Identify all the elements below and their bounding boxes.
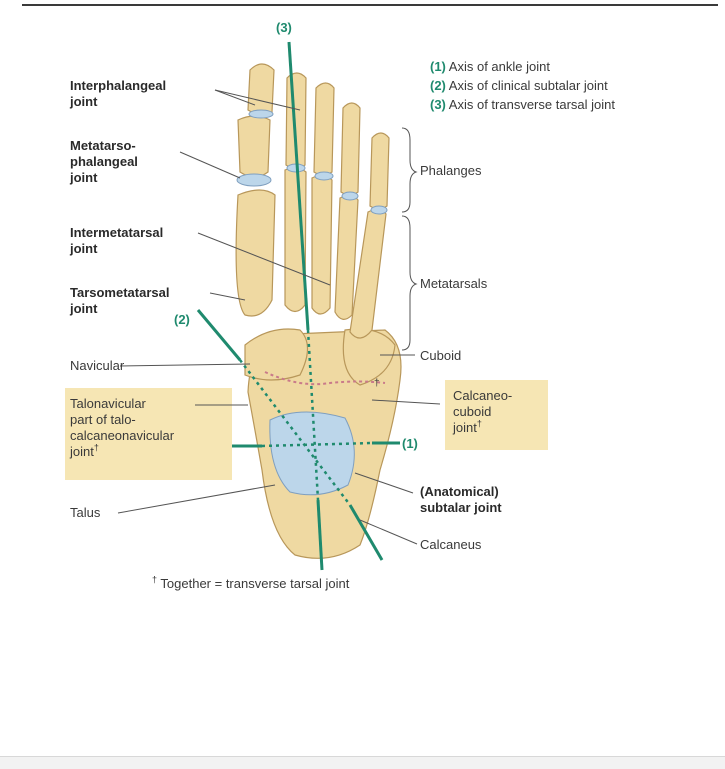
talus-articular-surface <box>269 411 355 496</box>
label-subtalar-joint: (Anatomical)subtalar joint <box>420 484 502 515</box>
metatarsals-bracket <box>401 215 418 351</box>
mtp-joint-4 <box>341 191 359 201</box>
label-calcaneocuboid-joint: Calcaneo- cuboid joint† <box>453 388 513 435</box>
axis-3-dotted <box>306 329 320 501</box>
mtp-joint-1 <box>236 173 272 187</box>
axis-3-mark: (3) <box>276 20 292 35</box>
toe3-phalanges <box>313 82 335 176</box>
toe5-phalanges <box>369 132 390 210</box>
joint-surfaces <box>236 109 388 496</box>
legend-item-1: (1) Axis of ankle joint <box>430 59 550 74</box>
mtp-joint-5 <box>370 205 388 215</box>
phalanges-bracket <box>401 127 418 213</box>
top-rule <box>22 4 718 6</box>
axis-2-lower <box>348 504 384 561</box>
metatarsal-1 <box>235 189 276 317</box>
legend-item-3: (3) Axis of transverse tarsal joint <box>430 97 615 112</box>
cuboid-bone <box>342 328 396 386</box>
ip-joint-1 <box>248 109 274 119</box>
label-cuboid: Cuboid <box>420 348 462 363</box>
dagger-mark: † <box>476 418 482 429</box>
legend-item-2: (2) Axis of clinical subtalar joint <box>430 78 608 93</box>
label-talonavicular-joint: Talonavicular part of talo- calcaneonavi… <box>70 396 175 459</box>
axis-2-mark: (2) <box>174 312 190 327</box>
footnote-text: Together = transverse tarsal joint <box>160 576 350 591</box>
cuboid-dagger: † <box>374 378 380 389</box>
metatarsal-3 <box>311 174 333 315</box>
axis-1-dotted <box>261 441 373 448</box>
label-calcaneus: Calcaneus <box>420 537 482 552</box>
axes <box>196 41 400 571</box>
label-navicular: Navicular <box>70 358 125 373</box>
hallux-phalanx-distal <box>247 63 275 116</box>
footnote: † Together = transverse tarsal joint <box>152 574 350 592</box>
axis-3-upper <box>287 41 310 331</box>
axis-legend: (1) Axis of ankle joint (2) Axis of clin… <box>430 57 615 114</box>
bottom-bar <box>0 756 725 769</box>
label-talus: Talus <box>70 505 101 520</box>
toe4-phalanges <box>340 102 361 196</box>
leader-lines <box>117 89 441 545</box>
navicular-bone <box>244 328 309 381</box>
talonavicular-highlight <box>65 388 232 480</box>
axis-2-upper <box>196 309 242 361</box>
dagger-mark: † <box>93 442 99 453</box>
label-metatarsals: Metatarsals <box>420 276 488 291</box>
calcaneocuboid-highlight <box>445 380 548 450</box>
hallux-phalanx-proximal <box>237 115 271 178</box>
axis-3-lower <box>316 499 324 571</box>
axis-1-mark: (1) <box>402 436 418 451</box>
axis-2-dotted <box>239 359 351 506</box>
mtp-joint-3 <box>314 171 334 181</box>
transverse-tarsal-line <box>264 371 386 386</box>
label-phalanges: Phalanges <box>420 163 482 178</box>
footnote-dagger: † <box>152 574 158 585</box>
